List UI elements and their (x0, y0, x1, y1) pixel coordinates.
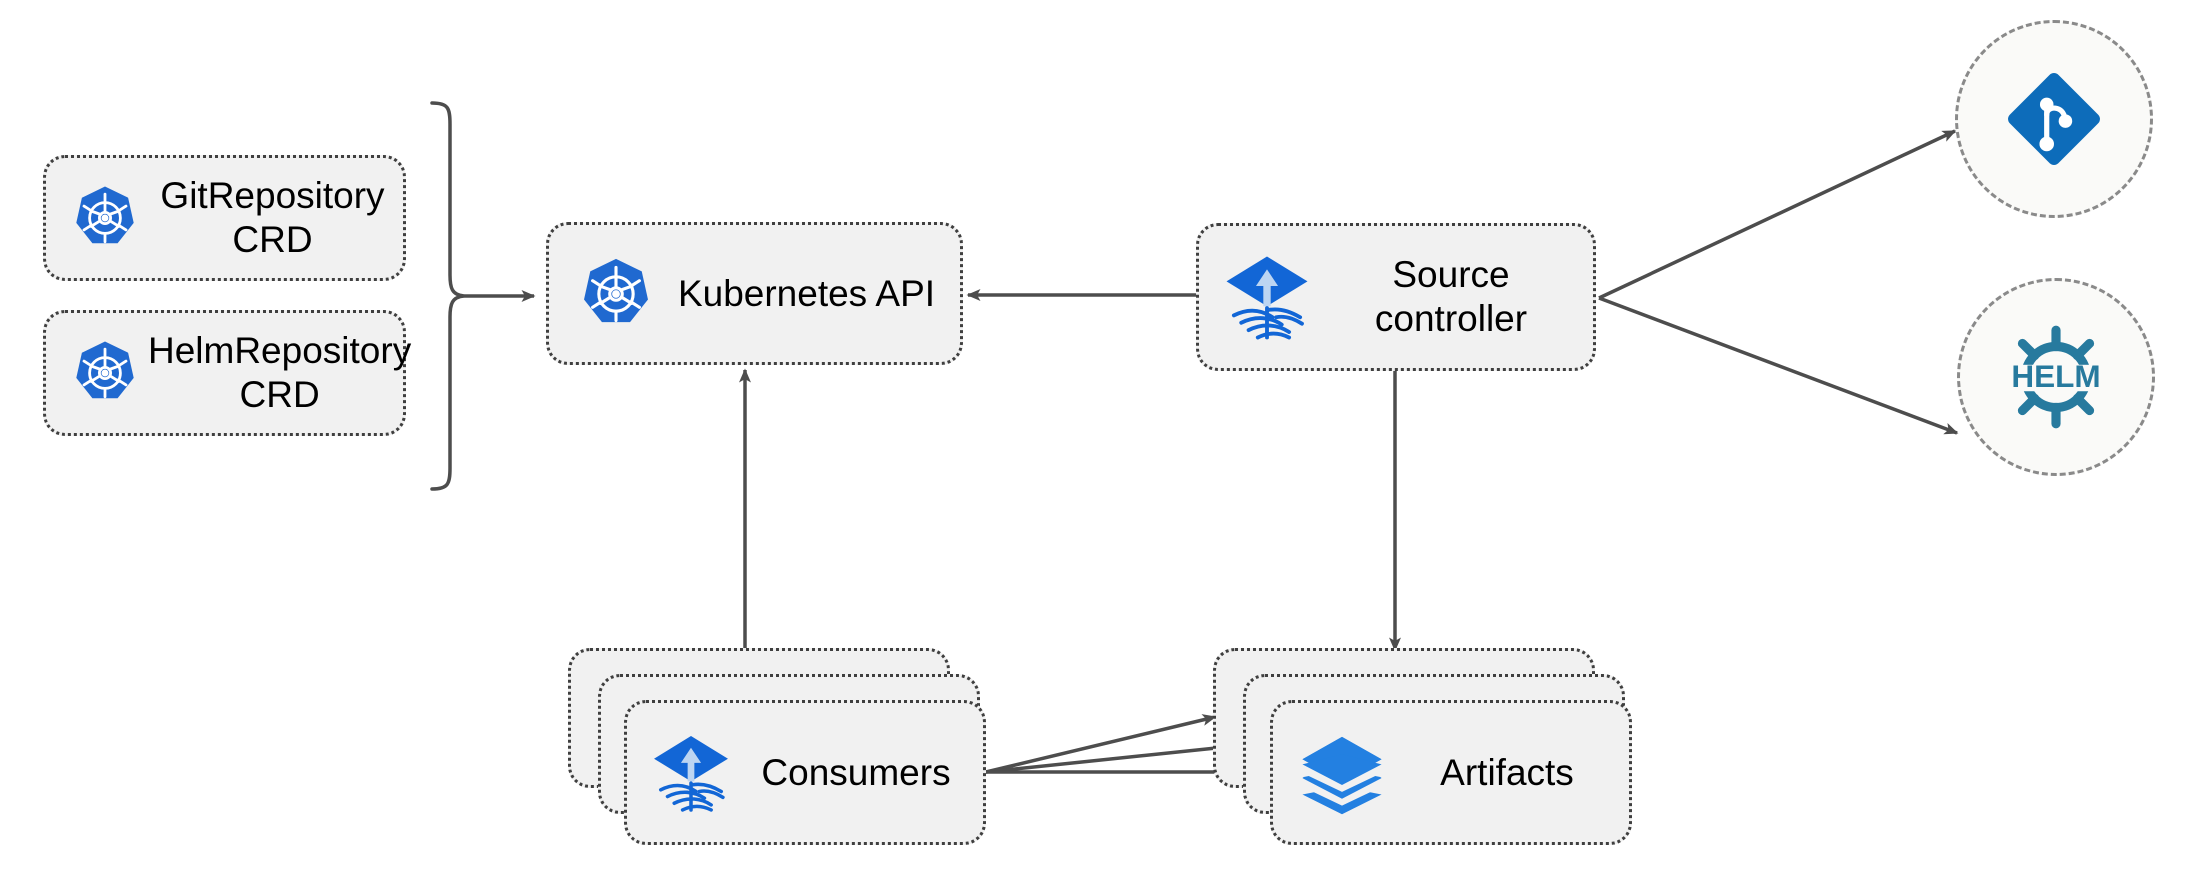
kubernetes-icon (70, 183, 140, 253)
edge-sourcectl-to-git (1598, 129, 1957, 300)
endpoint-git-source[interactable] (1955, 20, 2153, 218)
node-label: GitRepository CRD (160, 175, 385, 260)
node-kubernetes-api[interactable]: Kubernetes API (546, 222, 963, 365)
node-source-controller[interactable]: Source controller (1196, 223, 1596, 371)
flux-icon (649, 731, 733, 815)
endpoint-helm-source[interactable]: HELM (1957, 278, 2155, 476)
node-consumers[interactable]: Consumers (624, 700, 986, 845)
node-helmrepository-crd[interactable]: HelmRepository CRD (43, 310, 411, 436)
node-label: Source controller (1374, 254, 1528, 339)
kubernetes-icon (70, 338, 140, 408)
flux-icon (1221, 251, 1313, 343)
edge-consumers-to-artifacts-2 (985, 740, 1247, 774)
kubernetes-icon (577, 255, 655, 333)
crd-group-bracket (430, 101, 465, 491)
node-gitrepository-crd[interactable]: GitRepository CRD (43, 155, 406, 281)
node-label: HelmRepository CRD (148, 330, 412, 415)
helm-wordmark: HELM (2011, 358, 2100, 394)
helm-icon: HELM (1995, 316, 2117, 438)
node-artifacts[interactable]: Artifacts (1270, 700, 1632, 845)
git-icon (2002, 67, 2106, 171)
node-label: Consumers (761, 751, 951, 793)
edge-consumers-to-artifacts-1 (985, 714, 1217, 774)
node-label: Artifacts (1440, 751, 1574, 793)
layers-icon (1299, 730, 1385, 816)
edge-sourcectl-to-helm (1598, 296, 1959, 435)
node-label: Kubernetes API (677, 272, 936, 314)
